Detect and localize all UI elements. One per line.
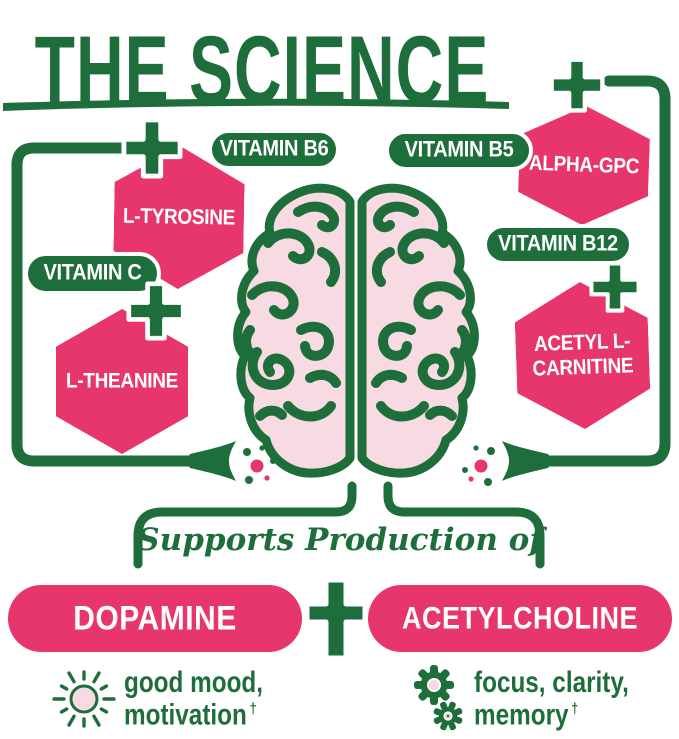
left-connector-line [11,142,198,467]
result-label: ACETYLCHOLINE [402,600,638,636]
benefit-mood [50,663,118,736]
badge-label: VITAMIN B5 [404,137,514,163]
benefit-focus [408,658,474,739]
neurotransmitter-dots-left [243,445,276,484]
plus-icon [589,261,641,313]
brain-illustration [233,188,475,473]
badge-vitamin-b12: VITAMIN B12 [483,224,633,265]
sun-icon [52,670,116,728]
plus-icon [121,117,183,179]
bracket-right [383,481,545,569]
benefit-line2: memory [474,698,569,732]
plus-icon [549,57,605,113]
badge-label: VITAMIN B12 [498,231,618,257]
bracket-left [133,481,357,569]
neurotransmitter-dots-right [462,445,495,486]
badge-vitamin-b5: VITAMIN B5 [385,130,533,171]
badge-label: VITAMIN C [43,260,142,286]
badge-label: ALPHA-GPC [528,151,640,179]
benefit-mood-text: good mood, motivation† [124,666,278,731]
benefit-focus-text: focus, clarity, memory† [474,666,646,731]
production-heading: Supports Production of [137,522,543,558]
dagger-mark: † [571,699,579,718]
result-pill-acetylcholine: ACETYLCHOLINE [368,585,672,652]
synapse-terminal-icon [187,441,236,481]
right-connector-line [540,75,671,467]
gears-icon [414,665,463,731]
plus-icon [304,577,368,661]
synapse-terminal-icon [502,441,551,481]
result-pill-dopamine: DOPAMINE [8,585,302,652]
benefit-line2: motivation [124,698,247,732]
dagger-mark: † [249,699,257,718]
badge-label-line2: CARNITINE [532,353,634,381]
plus-icon [126,281,186,341]
badge-label: L-THEANINE [65,369,179,393]
title-underline [3,98,509,111]
benefit-line1: good mood, [124,666,264,699]
badge-vitamin-c: VITAMIN C [24,252,161,295]
benefit-label: focus, clarity, memory† [474,666,629,731]
badge-label: L-TYROSINE [122,204,236,230]
benefit-line1: focus, clarity, [474,666,629,699]
badge-label: ACETYL L- CARNITINE [531,329,633,381]
badge-vitamin-b6: VITAMIN B6 [208,129,340,170]
page-title: THE SCIENCE [34,15,490,123]
result-label: DOPAMINE [73,598,237,637]
badge-label-line1: ACETYL L- [533,329,631,357]
badge-label: VITAMIN B6 [219,136,329,162]
benefit-label: good mood, motivation† [124,666,263,731]
